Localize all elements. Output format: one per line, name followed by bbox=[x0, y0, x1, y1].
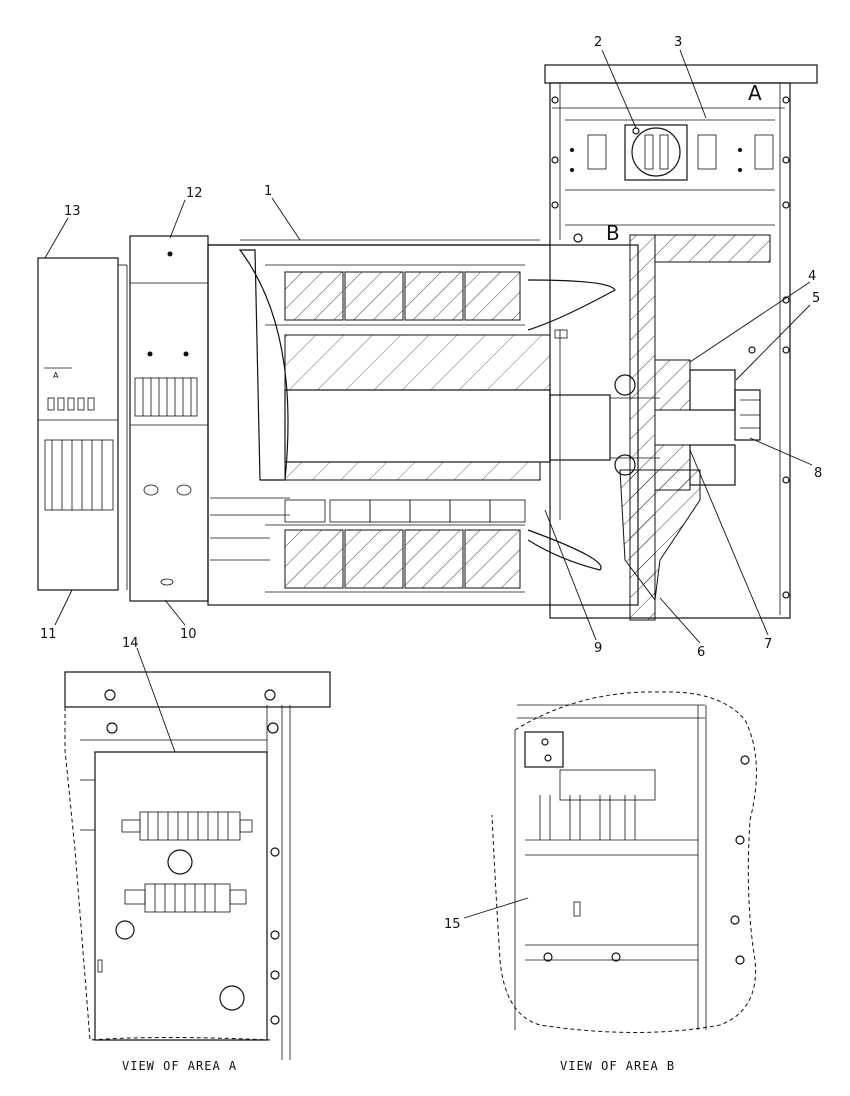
callout-4: 4 bbox=[808, 269, 816, 284]
side-panel-13: A bbox=[37, 257, 128, 591]
callout-9: 9 bbox=[594, 641, 602, 656]
caption-view-area-b: VIEW OF AREA B bbox=[560, 1059, 675, 1073]
callout-14: 14 bbox=[122, 636, 139, 651]
callout-2: 2 bbox=[594, 35, 602, 50]
caption-view-area-a: VIEW OF AREA A bbox=[122, 1059, 237, 1073]
panel-slots bbox=[47, 397, 95, 411]
bracket-comb bbox=[539, 795, 636, 840]
callout-1: 1 bbox=[264, 184, 272, 199]
callout-3: 3 bbox=[674, 35, 682, 50]
callout-10: 10 bbox=[180, 627, 197, 642]
generator-main-section bbox=[207, 234, 771, 621]
view-area-b bbox=[491, 691, 757, 1033]
callout-7: 7 bbox=[764, 637, 772, 652]
terminal-box bbox=[544, 64, 818, 619]
terminal-strip-left bbox=[44, 439, 114, 511]
callout-5: 5 bbox=[812, 291, 820, 306]
terminal-block-upper bbox=[121, 811, 253, 841]
area-b-tag: B bbox=[606, 221, 620, 245]
terminal-strip-center bbox=[134, 377, 198, 417]
area-a-tag: A bbox=[748, 81, 762, 105]
callout-12: 12 bbox=[186, 186, 203, 201]
callout-15: 15 bbox=[444, 917, 461, 932]
leader-lines bbox=[44, 49, 813, 919]
terminal-block-lower bbox=[124, 883, 247, 913]
callout-6: 6 bbox=[697, 645, 705, 660]
panel-a-label: A bbox=[53, 371, 59, 380]
callout-13: 13 bbox=[64, 204, 81, 219]
callout-numbers: 1 2 3 4 5 6 7 8 9 10 11 12 13 14 15 bbox=[40, 35, 822, 932]
view-area-a bbox=[64, 671, 331, 1060]
callout-8: 8 bbox=[814, 466, 822, 481]
callout-11: 11 bbox=[40, 627, 57, 642]
rotor-bar-row bbox=[284, 499, 526, 523]
side-panel-12 bbox=[129, 235, 209, 602]
